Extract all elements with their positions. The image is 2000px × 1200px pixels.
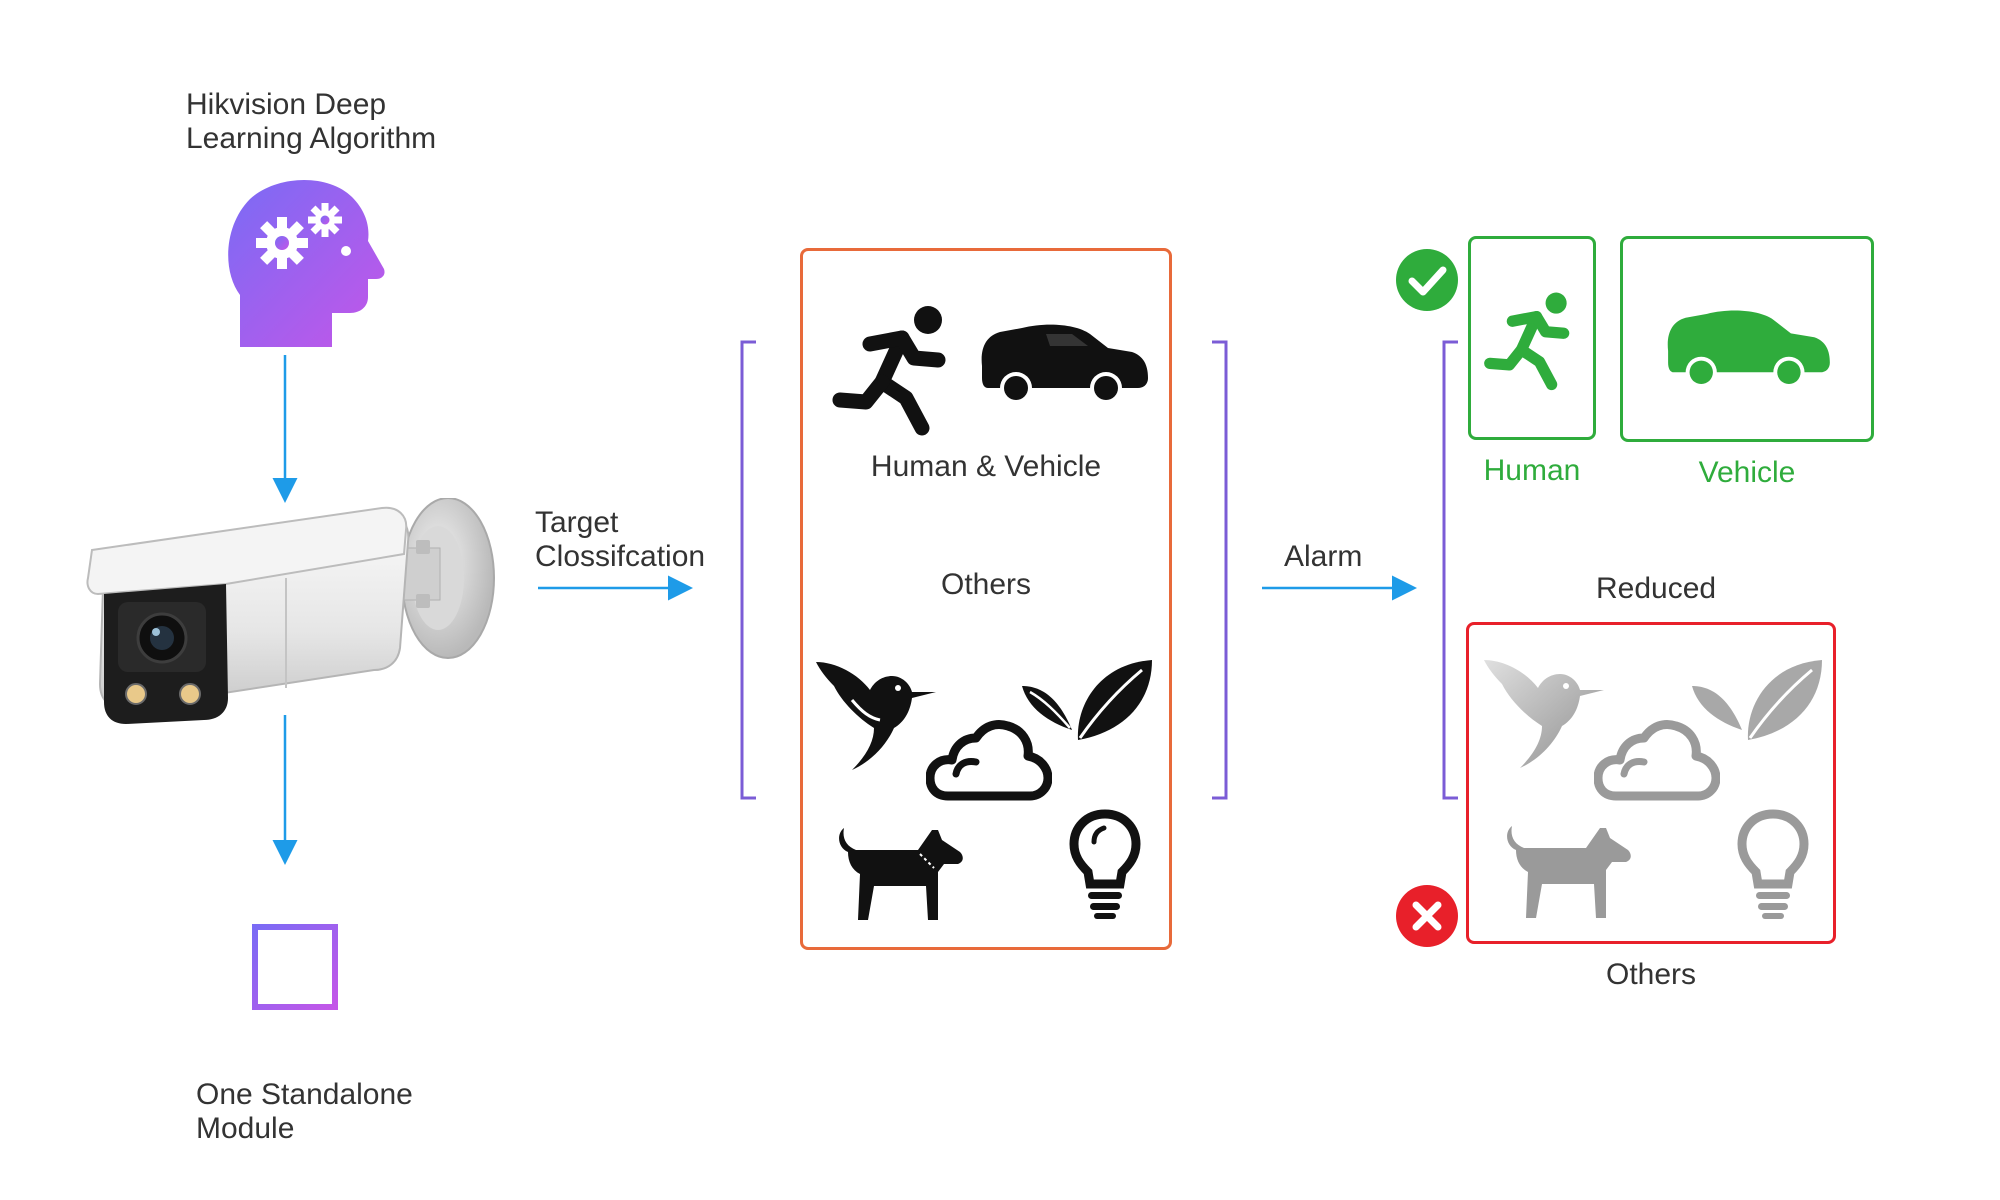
leaf-grey-icon [1692, 660, 1822, 740]
running-person-icon [832, 306, 946, 436]
bird-grey-icon [1484, 660, 1604, 768]
reduced-label: Reduced [1596, 572, 1717, 605]
check-icon [1396, 249, 1458, 311]
security-camera-icon [86, 498, 495, 724]
module-title-line1: One Standalone [196, 1078, 413, 1111]
dog-grey-icon [1507, 826, 1631, 918]
right-bracket [1212, 340, 1228, 800]
lightbulb-grey-icon [1737, 809, 1809, 919]
classification-label-line2: Clossifcation [535, 540, 706, 573]
algorithm-title-line2: Learning Algorithm [186, 122, 437, 155]
car-icon [981, 324, 1148, 400]
running-person-green-icon [1484, 292, 1570, 391]
algorithm-title-line1: Hikvision Deep [186, 88, 387, 121]
cloud-grey-icon [1594, 720, 1720, 801]
leaf-icon [1022, 660, 1152, 740]
vehicle-result-label: Vehicle [1698, 456, 1796, 489]
human-result-label: Human [1483, 454, 1581, 487]
module-title-line2: Module [196, 1112, 295, 1145]
human-vehicle-label: Human & Vehicle [870, 450, 1102, 483]
classification-label-line1: Target [535, 506, 619, 539]
cloud-icon [926, 720, 1052, 801]
bird-icon [816, 662, 936, 770]
dog-icon [839, 828, 963, 920]
cross-icon [1396, 885, 1458, 947]
left-bracket [740, 340, 756, 800]
lightbulb-icon [1069, 809, 1141, 919]
center-others-label: Others [940, 568, 1032, 601]
brain-gears-icon [228, 179, 385, 347]
reduced-others-label: Others [1605, 958, 1697, 991]
car-green-icon [1667, 310, 1830, 384]
result-bracket [1442, 340, 1458, 800]
alarm-label: Alarm [1284, 540, 1363, 573]
chip-icon [206, 878, 384, 1056]
